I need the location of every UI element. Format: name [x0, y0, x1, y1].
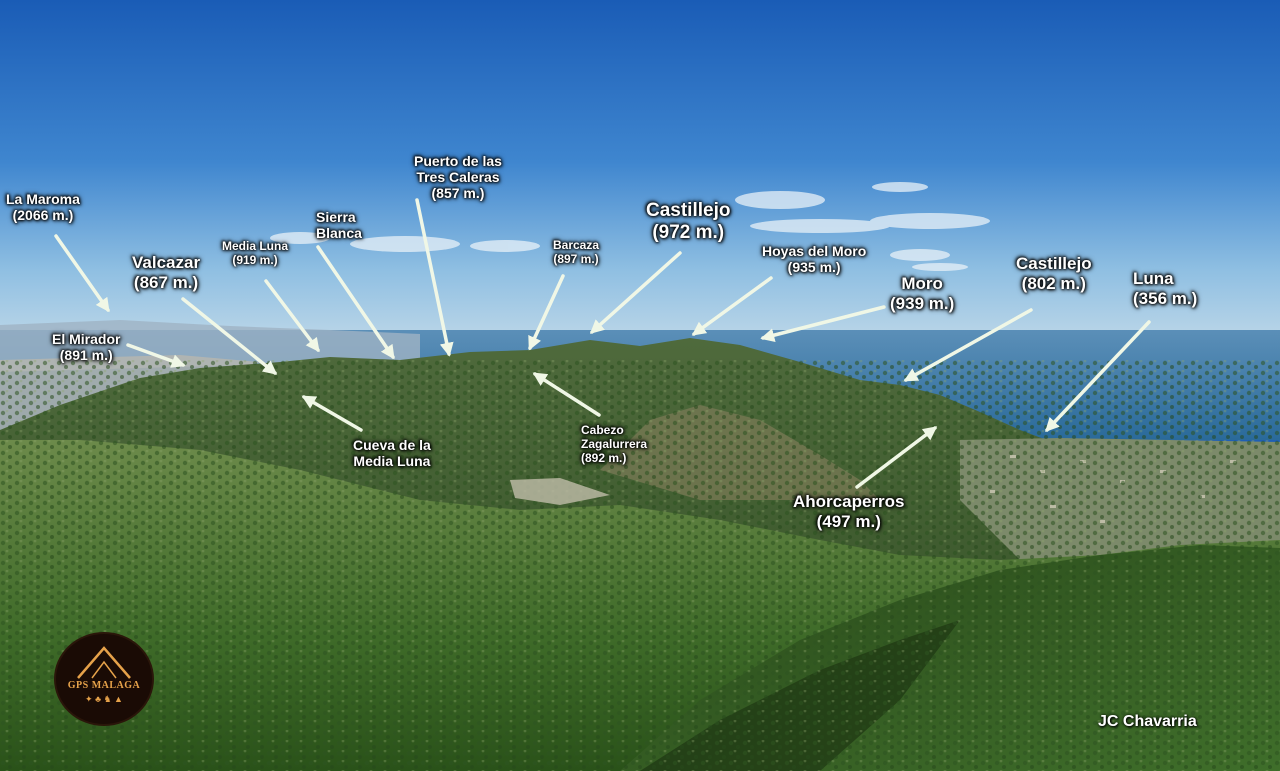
label-castillejo-972-name: Castillejo [646, 200, 731, 221]
label-sierra-blanca: Sierra Blanca [316, 209, 362, 241]
label-ahorcaperros-elev: (497 m.) [816, 511, 881, 531]
label-luna-name: Luna [1133, 269, 1174, 288]
label-ahorcaperros-name: Ahorcaperros [793, 492, 905, 511]
label-media-luna-elev: (919 m.) [232, 252, 278, 267]
mountain-icon [77, 646, 131, 679]
label-el-mirador: El Mirador (891 m.) [52, 331, 120, 363]
label-cueva-line1: Cueva de la [353, 437, 431, 453]
label-sierra-blanca-line1: Sierra [316, 209, 356, 225]
label-hoyas-del-moro: Hoyas del Moro (935 m.) [762, 243, 866, 275]
photo-credit: JC Chavarria [1098, 713, 1197, 730]
label-castillejo-972-elev: (972 m.) [652, 221, 725, 243]
label-moro: Moro (939 m.) [890, 274, 954, 313]
label-castillejo-802-name: Castillejo [1016, 254, 1092, 273]
label-valcazar-name: Valcazar [132, 253, 201, 272]
label-el-mirador-name: El Mirador [52, 331, 121, 347]
label-castillejo-972: Castillejo (972 m.) [646, 200, 730, 244]
label-la-maroma-elev: (2066 m.) [12, 207, 74, 224]
label-ahorcaperros: Ahorcaperros (497 m.) [793, 492, 904, 531]
label-la-maroma-name: La Maroma [6, 191, 80, 207]
label-cueva-media-luna: Cueva de la Media Luna [353, 437, 431, 469]
label-luna-elev: (356 m.) [1133, 288, 1198, 308]
label-media-luna: Media Luna (919 m.) [222, 239, 289, 268]
label-barcaza: Barcaza (897 m.) [553, 238, 600, 267]
label-cueva-line2: Media Luna [353, 453, 431, 470]
label-sierra-blanca-line2: Blanca [316, 225, 362, 242]
label-luna: Luna (356 m.) [1133, 269, 1197, 308]
label-castillejo-802: Castillejo (802 m.) [1016, 254, 1092, 293]
label-puerto-elev: (857 m.) [431, 185, 485, 202]
label-hoyas-name: Hoyas del Moro [762, 243, 867, 259]
gps-malaga-logo: GPS MALAGA ✦ ♣ ♞ ▲ [56, 634, 152, 724]
logo-text: GPS MALAGA [67, 680, 141, 691]
label-puerto-line2: Tres Caleras [416, 169, 500, 186]
label-el-mirador-elev: (891 m.) [59, 347, 113, 364]
label-puerto-tres-caleras: Puerto de las Tres Caleras (857 m.) [414, 153, 502, 201]
label-puerto-line1: Puerto de las [414, 153, 502, 169]
label-barcaza-elev: (897 m.) [553, 251, 599, 266]
label-castillejo-802-elev: (802 m.) [1021, 273, 1086, 293]
label-moro-elev: (939 m.) [890, 293, 955, 313]
label-media-luna-name: Media Luna [222, 239, 289, 253]
label-cabezo-line1: Cabezo [581, 423, 624, 437]
label-la-maroma: La Maroma (2066 m.) [6, 191, 80, 223]
label-valcazar: Valcazar (867 m.) [132, 253, 200, 292]
label-valcazar-elev: (867 m.) [133, 272, 199, 292]
label-cabezo-elev: (892 m.) [581, 450, 627, 465]
label-cabezo-zagalurrera: Cabezo Zagalurrera (892 m.) [581, 423, 648, 465]
label-barcaza-name: Barcaza [553, 238, 600, 252]
label-hoyas-elev: (935 m.) [787, 259, 841, 276]
label-moro-name: Moro [901, 274, 943, 293]
label-cabezo-line2: Zagalurrera [581, 436, 648, 451]
logo-activity-icons: ✦ ♣ ♞ ▲ [85, 694, 123, 704]
